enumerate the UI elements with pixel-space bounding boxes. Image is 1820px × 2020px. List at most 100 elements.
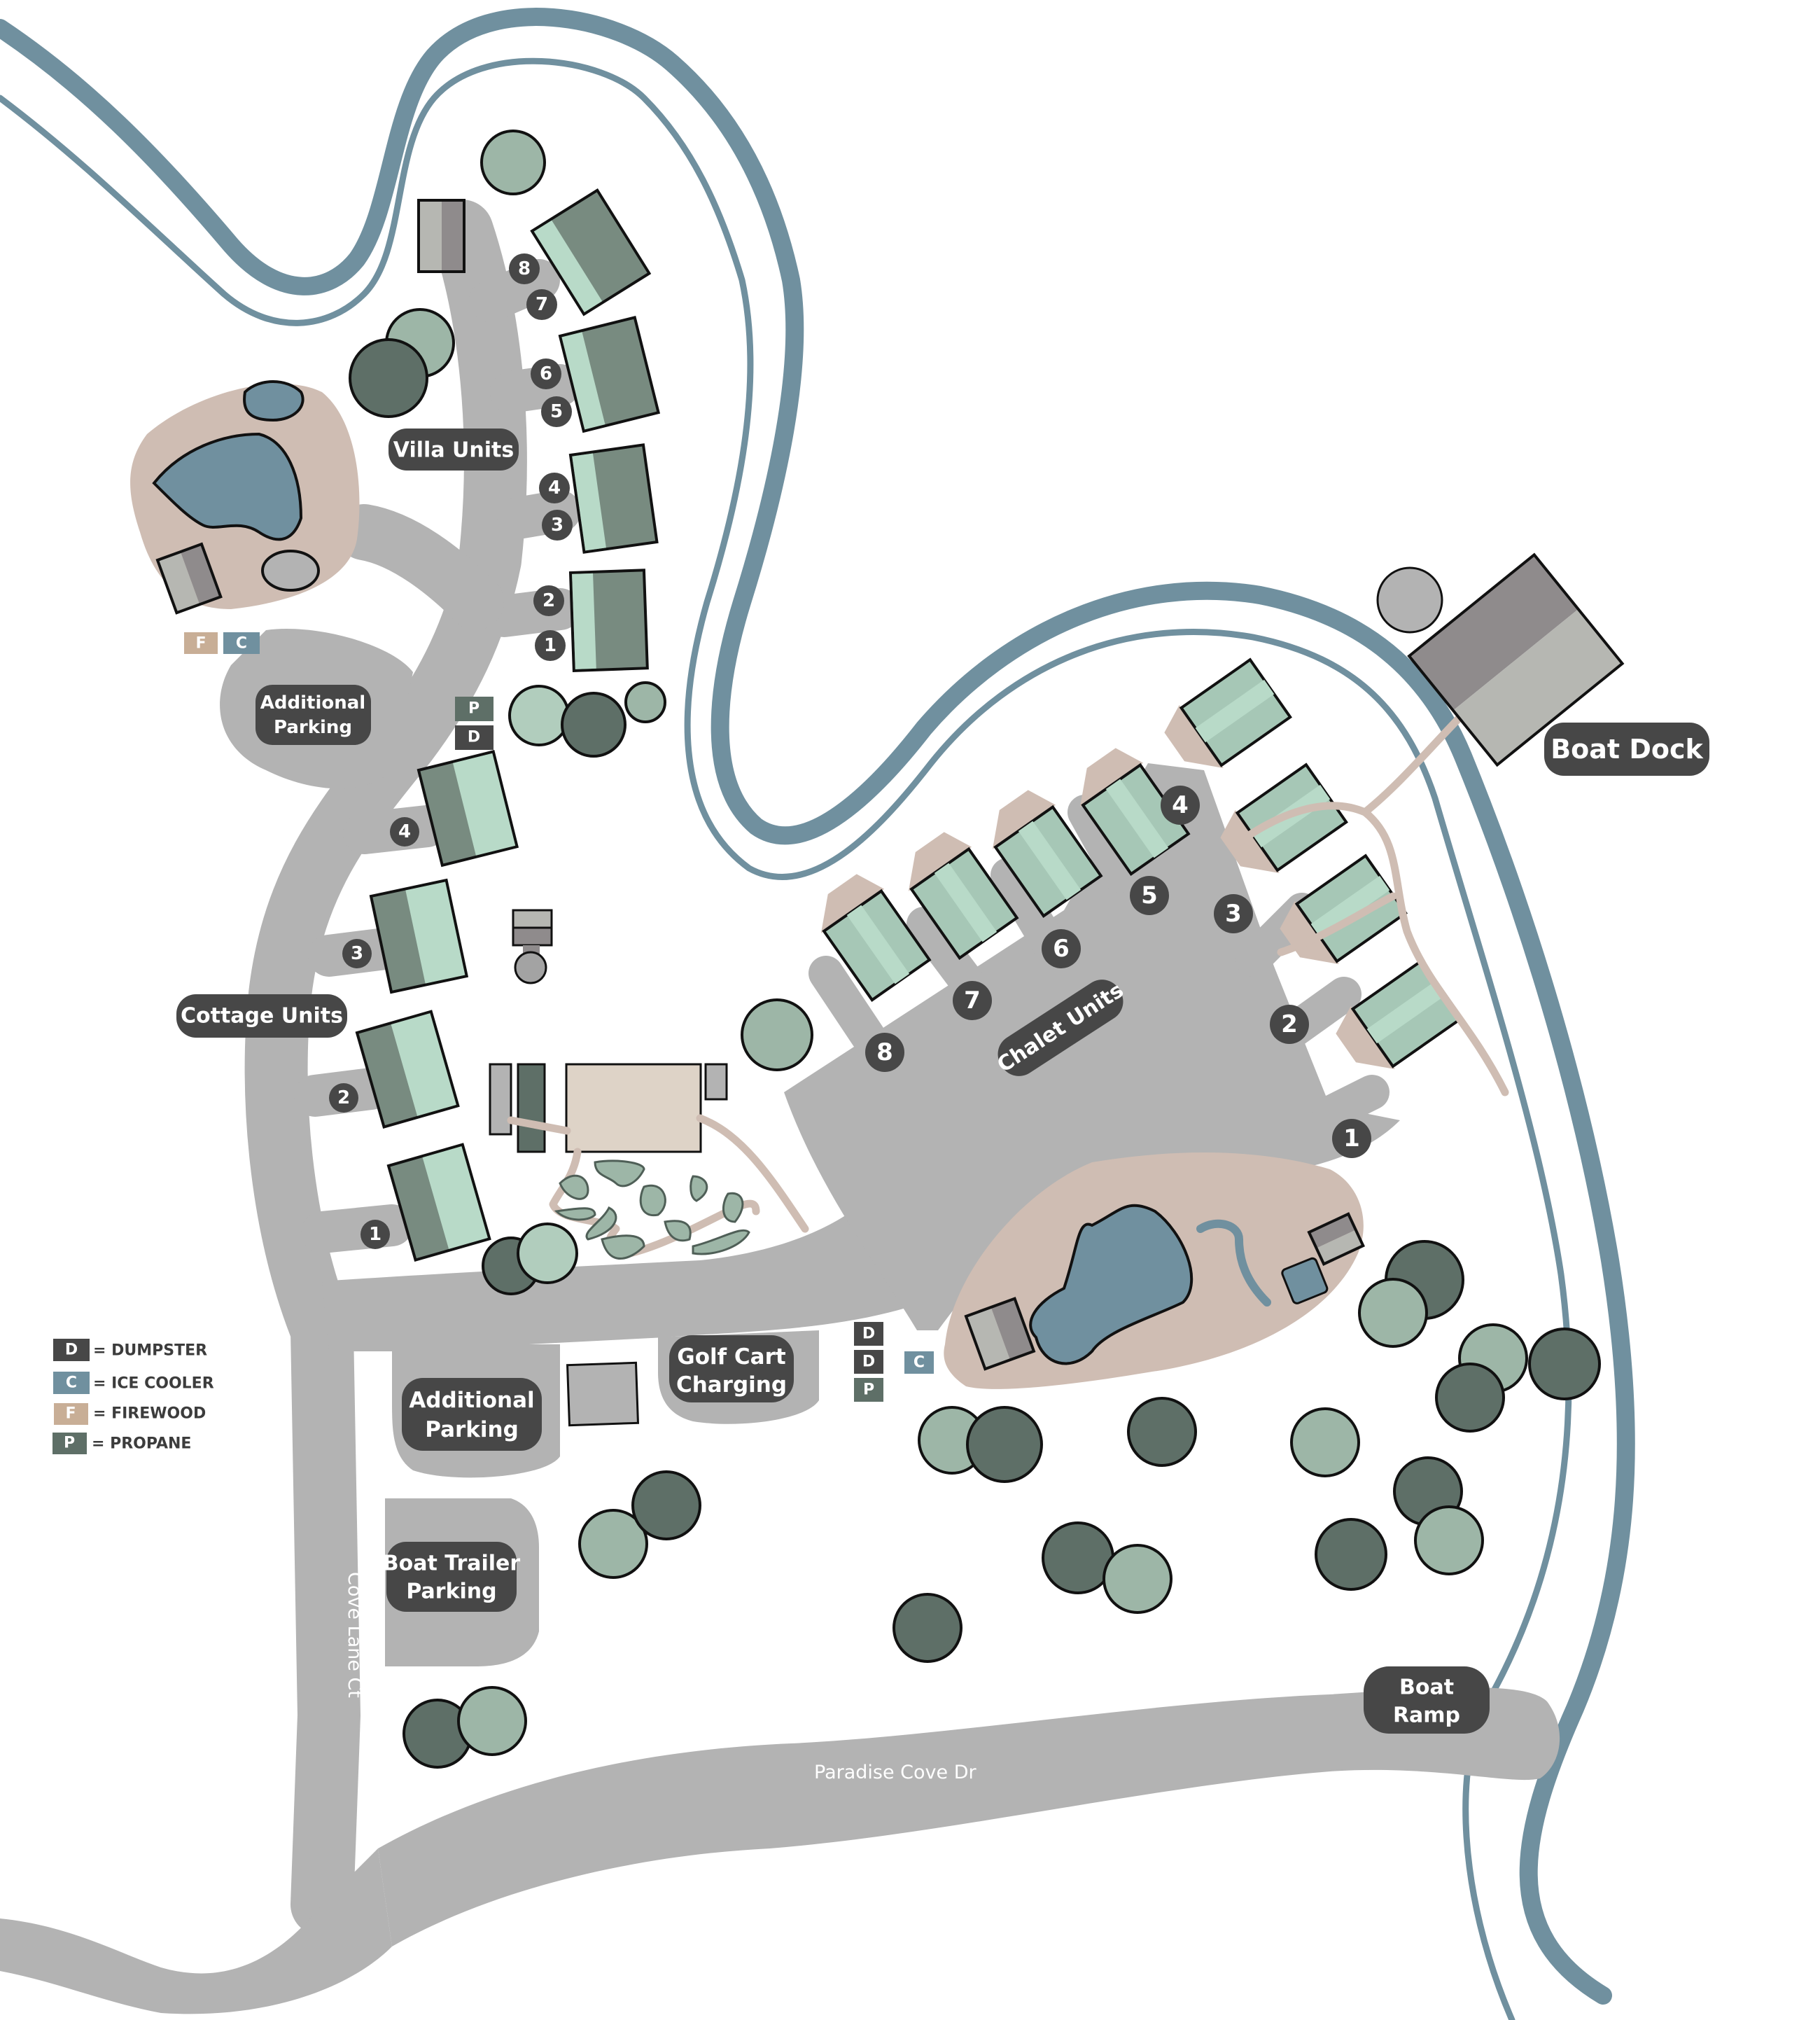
svg-text:3: 3	[551, 515, 564, 536]
svg-text:4: 4	[1172, 791, 1189, 819]
cottage-unit-1[interactable]: 1	[360, 1220, 390, 1249]
svg-text:P: P	[863, 1381, 874, 1399]
label-villa-units[interactable]: Villa Units	[388, 429, 519, 471]
cottage-unit-3[interactable]: 3	[342, 939, 372, 968]
svg-text:3: 3	[1225, 900, 1242, 928]
svg-text:3: 3	[351, 943, 363, 964]
mini-golf-greens	[554, 1159, 750, 1260]
svg-text:Cottage Units: Cottage Units	[181, 1004, 343, 1029]
chalet-unit-6[interactable]: 6	[1042, 929, 1081, 968]
svg-text:Boat Trailer: Boat Trailer	[383, 1552, 521, 1576]
svg-text:Villa Units: Villa Units	[393, 438, 514, 463]
svg-text:D: D	[862, 1325, 875, 1343]
marker-north-firewood: F	[184, 632, 218, 654]
legend-item-propane: P = PROPANE	[52, 1433, 191, 1454]
villa-unit-4[interactable]: 4	[539, 473, 570, 503]
svg-text:= ICE COOLER: = ICE COOLER	[93, 1375, 214, 1393]
svg-text:= PROPANE: = PROPANE	[92, 1435, 191, 1453]
north-shed	[155, 542, 223, 615]
svg-text:Charging: Charging	[676, 1372, 787, 1398]
svg-text:P: P	[468, 700, 479, 718]
label-additional-parking-north[interactable]: Additional Parking	[255, 685, 371, 745]
villa-unit-2[interactable]: 2	[533, 585, 564, 616]
marker-south-dumpster-2: D	[854, 1350, 883, 1374]
label-additional-parking-south[interactable]: Additional Parking	[402, 1378, 542, 1451]
svg-text:Additional: Additional	[260, 692, 365, 713]
label-golf-cart-charging[interactable]: Golf Cart Charging	[669, 1335, 794, 1402]
chalet-unit-5[interactable]: 5	[1130, 876, 1169, 915]
street-paradise-cove-dr: Paradise Cove Dr	[814, 1762, 976, 1783]
svg-text:F: F	[195, 635, 206, 653]
svg-text:C: C	[913, 1354, 925, 1372]
villa-buildings	[530, 188, 661, 672]
label-boat-dock[interactable]: Boat Dock	[1544, 723, 1709, 776]
villa-unit-3[interactable]: 3	[542, 510, 573, 541]
svg-text:F: F	[65, 1405, 76, 1423]
svg-text:P: P	[64, 1435, 75, 1452]
legend-item-firewood: F = FIREWOOD	[54, 1403, 206, 1425]
cottage-buildings	[355, 749, 519, 1262]
villa-building-5-6	[558, 315, 661, 433]
marker-south-propane: P	[854, 1378, 883, 1402]
svg-text:8: 8	[876, 1038, 893, 1066]
villa-shed	[417, 199, 465, 273]
svg-text:2: 2	[337, 1087, 350, 1108]
svg-text:D: D	[65, 1342, 78, 1359]
clubhouse-area	[489, 1063, 809, 1260]
well-structure	[512, 909, 553, 984]
svg-text:1: 1	[544, 635, 556, 656]
equipment-pad	[566, 1361, 640, 1427]
svg-text:Boat: Boat	[1399, 1676, 1454, 1700]
cottage-unit-numbers: 4 3 2 1	[329, 817, 419, 1249]
svg-text:4: 4	[398, 821, 411, 842]
villa-unit-8[interactable]: 8	[509, 253, 540, 284]
villa-unit-numbers: 8 7 6 5 4 3 2 1	[509, 253, 573, 661]
svg-text:6: 6	[1053, 935, 1070, 963]
cottage-unit-2[interactable]: 2	[329, 1083, 358, 1113]
svg-text:1: 1	[1343, 1124, 1360, 1152]
svg-text:Boat Dock: Boat Dock	[1550, 734, 1703, 765]
villa-building-3-4	[568, 443, 659, 554]
svg-text:Parking: Parking	[274, 717, 352, 738]
svg-text:7: 7	[536, 294, 548, 315]
south-pond-area	[944, 1152, 1365, 1389]
svg-text:C: C	[236, 635, 247, 653]
cottage-unit-4[interactable]: 4	[390, 817, 419, 847]
chalet-unit-3[interactable]: 3	[1214, 894, 1253, 933]
svg-text:2: 2	[542, 590, 555, 611]
label-cottage-units[interactable]: Cottage Units	[176, 994, 347, 1038]
label-boat-trailer-parking[interactable]: Boat Trailer Parking	[383, 1542, 521, 1612]
marker-south-dumpster-1: D	[854, 1322, 883, 1346]
legend-item-dumpster: D = DUMPSTER	[53, 1339, 207, 1361]
chalet-unit-4[interactable]: 4	[1161, 786, 1200, 825]
south-pond	[1029, 1204, 1194, 1365]
villa-building-7-8	[530, 188, 652, 316]
marker-mid-propane: P	[455, 697, 493, 721]
boat-dock	[1376, 552, 1625, 767]
svg-text:5: 5	[1141, 882, 1158, 910]
legend-item-ice-cooler: C = ICE COOLER	[53, 1372, 214, 1394]
river	[0, 8, 1635, 2020]
svg-text:= DUMPSTER: = DUMPSTER	[93, 1342, 207, 1360]
svg-text:C: C	[66, 1374, 77, 1392]
villa-unit-7[interactable]: 7	[526, 289, 557, 320]
svg-text:Ramp: Ramp	[1393, 1704, 1460, 1728]
street-cove-lane-ct: Cove Lane Ct	[344, 1572, 365, 1698]
chalet-unit-7[interactable]: 7	[953, 981, 992, 1020]
svg-text:Parking: Parking	[406, 1580, 496, 1604]
villa-unit-1[interactable]: 1	[535, 630, 566, 661]
svg-text:D: D	[468, 729, 480, 746]
svg-text:Golf Cart: Golf Cart	[677, 1344, 786, 1370]
trees	[349, 130, 1601, 1769]
chalet-unit-1[interactable]: 1	[1332, 1119, 1371, 1158]
chalet-buildings	[820, 657, 1509, 1096]
villa-unit-6[interactable]: 6	[531, 358, 561, 389]
chalet-unit-numbers: 8 7 6 5 4 3 2 1	[865, 786, 1371, 1158]
svg-text:4: 4	[548, 478, 561, 499]
villa-unit-5[interactable]: 5	[541, 396, 572, 427]
chalet-unit-2[interactable]: 2	[1270, 1005, 1309, 1044]
svg-text:1: 1	[369, 1224, 382, 1245]
chalet-unit-8[interactable]: 8	[865, 1033, 904, 1072]
label-boat-ramp[interactable]: Boat Ramp	[1364, 1666, 1490, 1734]
